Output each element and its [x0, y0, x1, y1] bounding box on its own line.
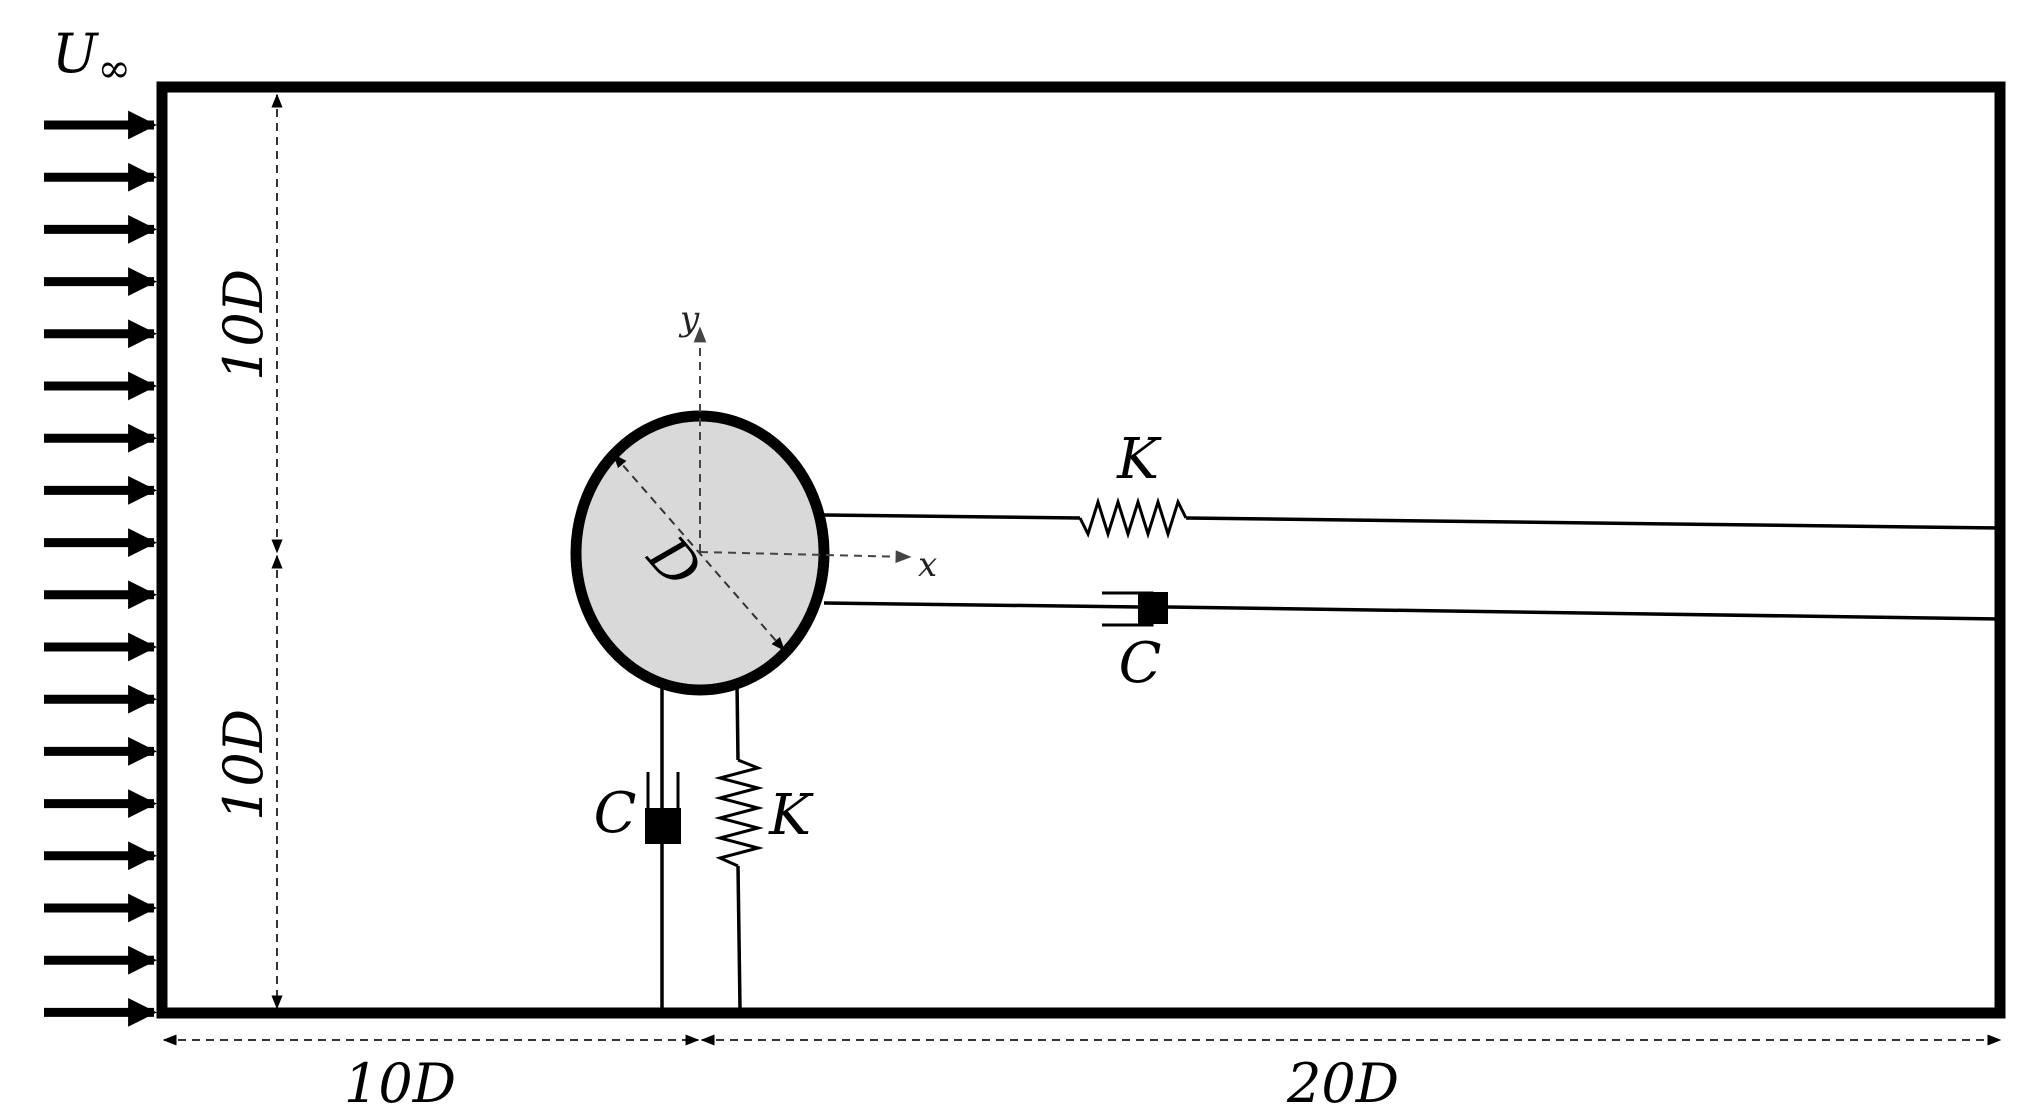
x-axis-label: x: [918, 545, 937, 585]
horizontal-damper-label: C: [1119, 631, 1162, 696]
vertical-spring-rod-bottom: [736, 865, 742, 1009]
inflow-arrows: [44, 110, 157, 1027]
upstream-length-label: 10D: [344, 1052, 456, 1115]
vertical-spring-label: K: [768, 783, 814, 848]
vertical-spring: [714, 758, 764, 868]
vertical-spring-assembly: [714, 682, 764, 1009]
damper-rod-left: [823, 601, 1141, 609]
spring-rod-right: [1185, 516, 2001, 530]
lower-height-label: 10D: [212, 709, 275, 821]
horizontal-damper-assembly: [823, 591, 2001, 627]
freestream-velocity-label: U∞: [52, 22, 131, 92]
damper-rod-right: [1167, 605, 2001, 621]
horizontal-spring: [1078, 496, 1188, 540]
vertical-damper-assembly: [645, 675, 681, 1008]
horizontal-spring-assembly: [823, 496, 2001, 540]
vertical-damper-label: C: [594, 781, 637, 846]
vertical-damper-piston: [645, 808, 681, 844]
vertical-spring-rod-top: [735, 682, 740, 761]
damper-piston: [1138, 592, 1168, 624]
domain-boundary: [156, 81, 2006, 1019]
diameter-dimension: [613, 453, 785, 652]
downstream-length-label: 20D: [1286, 1052, 1399, 1115]
spring-rod-left: [823, 513, 1081, 520]
y-axis-label: y: [678, 299, 700, 339]
horizontal-spring-label: K: [1116, 427, 1162, 492]
upper-height-label: 10D: [212, 269, 275, 381]
